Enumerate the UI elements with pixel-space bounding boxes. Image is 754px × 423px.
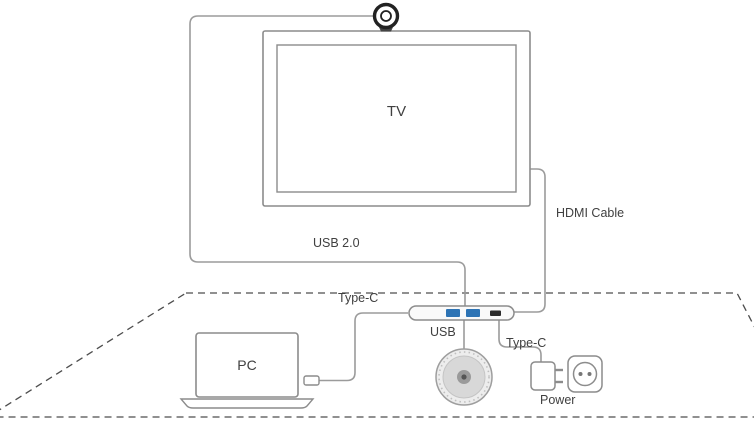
usb-port-2 (466, 309, 480, 317)
hdmi-cable (514, 168, 546, 313)
speakerphone-icon (435, 348, 493, 406)
usb2-cable (189, 15, 466, 306)
laptop-typec-cable (303, 312, 408, 386)
typec-left-label: Type-C (338, 291, 379, 305)
hdmi-cable-label: HDMI Cable (556, 206, 625, 220)
pc-label: PC (237, 357, 257, 373)
table-surface (0, 292, 754, 418)
laptop-icon (179, 332, 315, 409)
tv-icon (262, 30, 531, 207)
usb-hub-label: USB (430, 325, 456, 339)
hub-to-power-cable (498, 320, 542, 362)
power-label: Power (540, 393, 576, 407)
usb-hub-icon (408, 305, 515, 321)
power-adapter-icon (530, 361, 563, 391)
usb2-cable-label: USB 2.0 (313, 236, 360, 250)
webcam-icon (372, 2, 400, 32)
wall-outlet-icon (567, 355, 603, 393)
usb-port-1 (446, 309, 460, 317)
hdmi-port (490, 310, 501, 316)
tv-label: TV (386, 103, 407, 120)
typec-right-label: Type-C (506, 336, 547, 350)
